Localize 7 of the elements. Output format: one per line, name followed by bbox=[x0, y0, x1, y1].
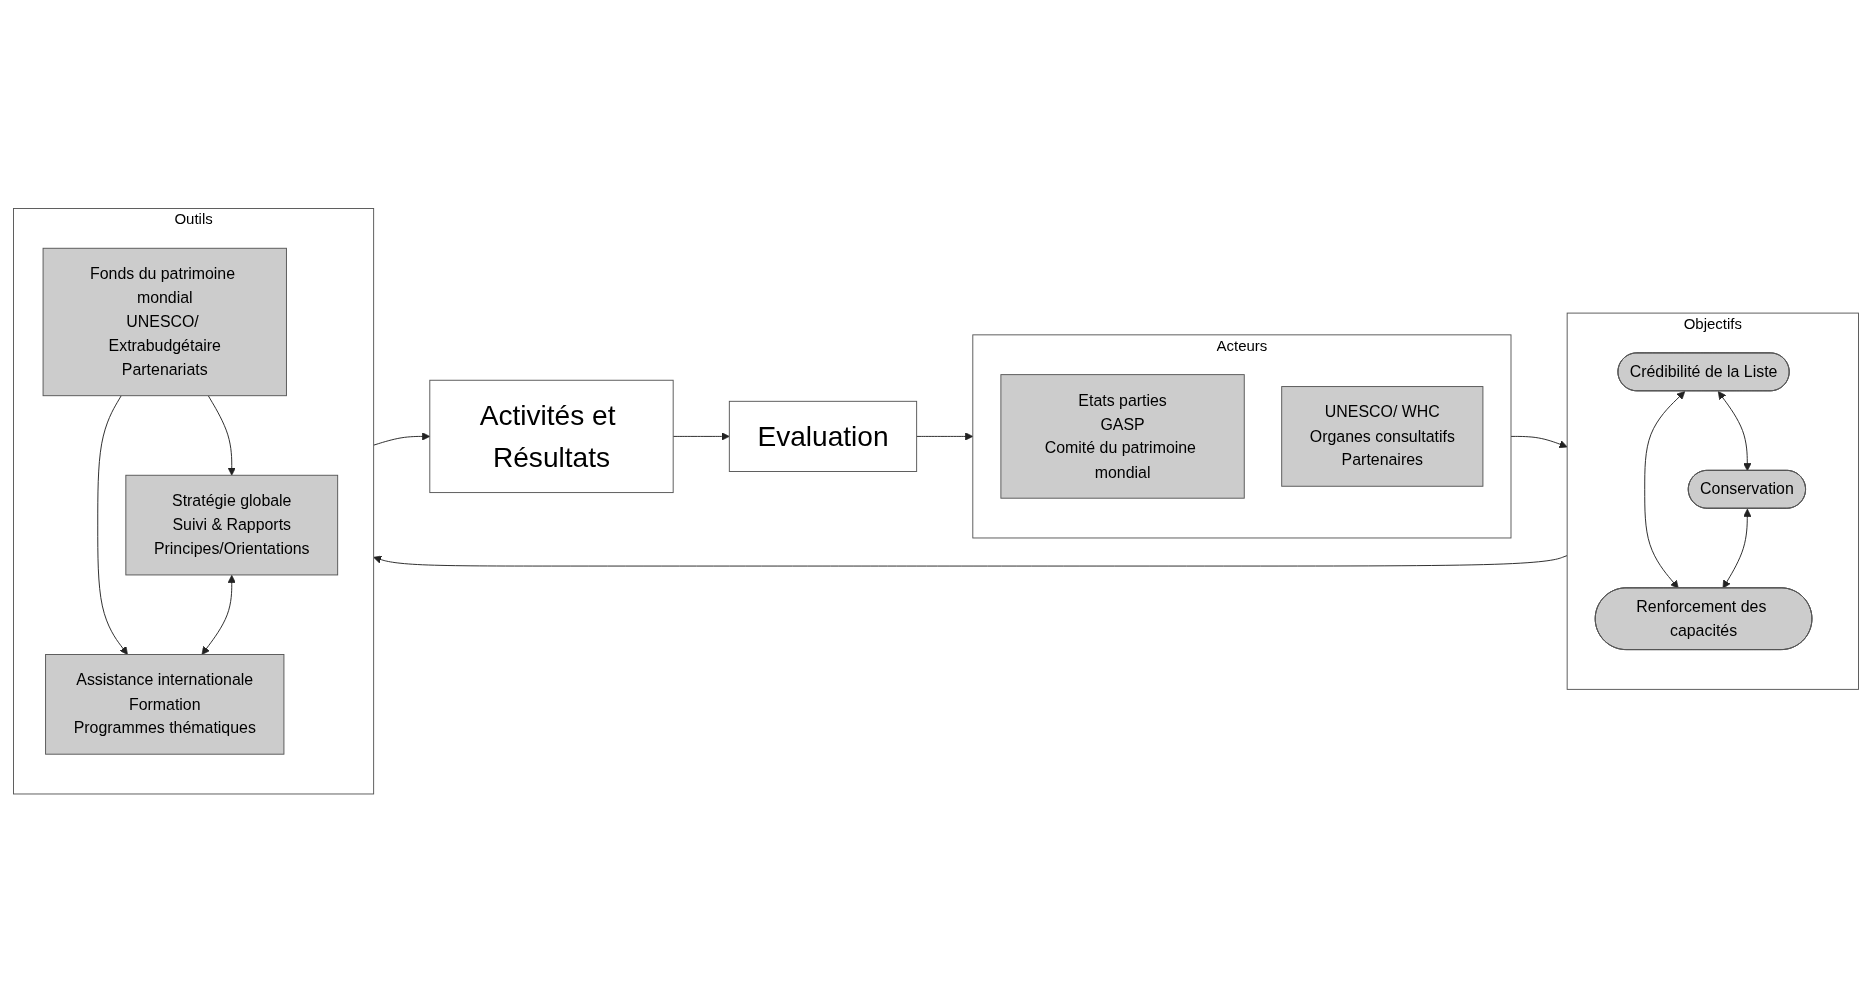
node-box: Etats parties GASP Comité du patrimoine mondial bbox=[1000, 374, 1245, 499]
node-box: Stratégie globale Suivi & Rapports Principes/Orientations bbox=[125, 475, 339, 576]
node-box: Assistance internationale Formation Programmes thématiques bbox=[45, 654, 285, 755]
node-box: UNESCO/ WHC Organes consultatifs Partenaires bbox=[1281, 386, 1484, 487]
node-box: Evaluation bbox=[728, 401, 918, 473]
node-box: Fonds du patrimoine mondial UNESCO/ Extrabudgétaire Partenariats bbox=[42, 248, 287, 397]
node-box: Activités et Résultats bbox=[429, 380, 674, 494]
